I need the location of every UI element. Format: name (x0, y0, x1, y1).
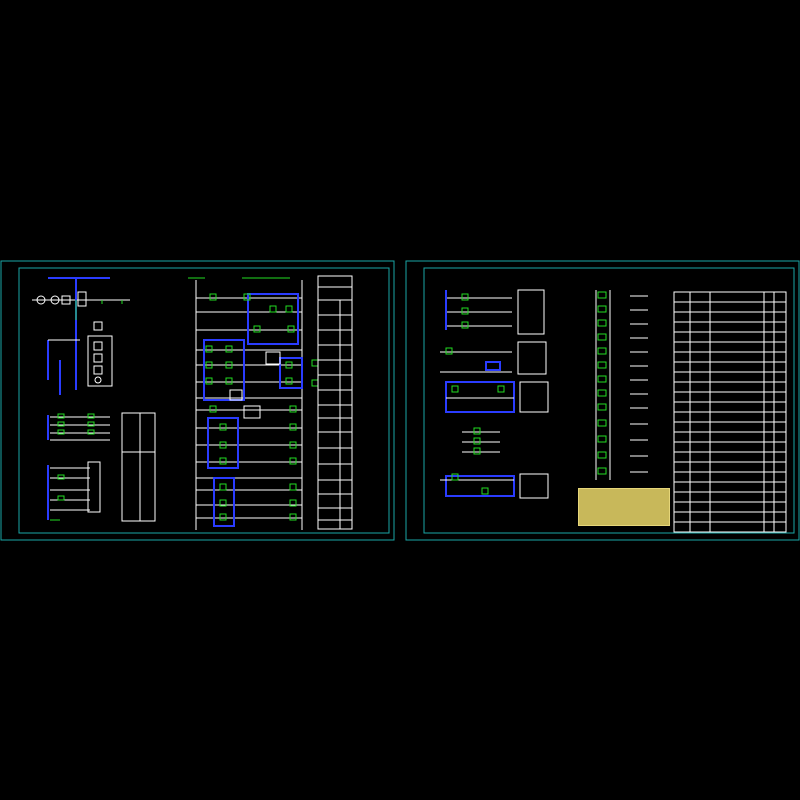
control-schematic (188, 277, 319, 530)
circuit-block-1 (445, 289, 545, 335)
left-legend-table (317, 275, 353, 530)
one-line-diagram (32, 277, 130, 395)
circuit-block-3 (445, 381, 549, 413)
circuit-block-5 (440, 473, 549, 499)
right-sheet-outer-frame (405, 260, 800, 541)
left-sheet-inner-frame (18, 267, 390, 534)
left-sheet (0, 260, 395, 541)
side-table-box (121, 412, 156, 522)
terminal-group-upper (47, 413, 110, 441)
right-sheet-inner-frame (423, 267, 795, 534)
terminal-group-lower (47, 461, 101, 521)
left-sheet-outer-frame (0, 260, 395, 541)
right-sheet (405, 260, 800, 541)
circuit-block-2 (440, 341, 547, 375)
device-ladder (595, 290, 648, 480)
circuit-block-4 (462, 427, 500, 455)
watermark-stamp (578, 488, 670, 526)
bom-table (673, 291, 787, 533)
